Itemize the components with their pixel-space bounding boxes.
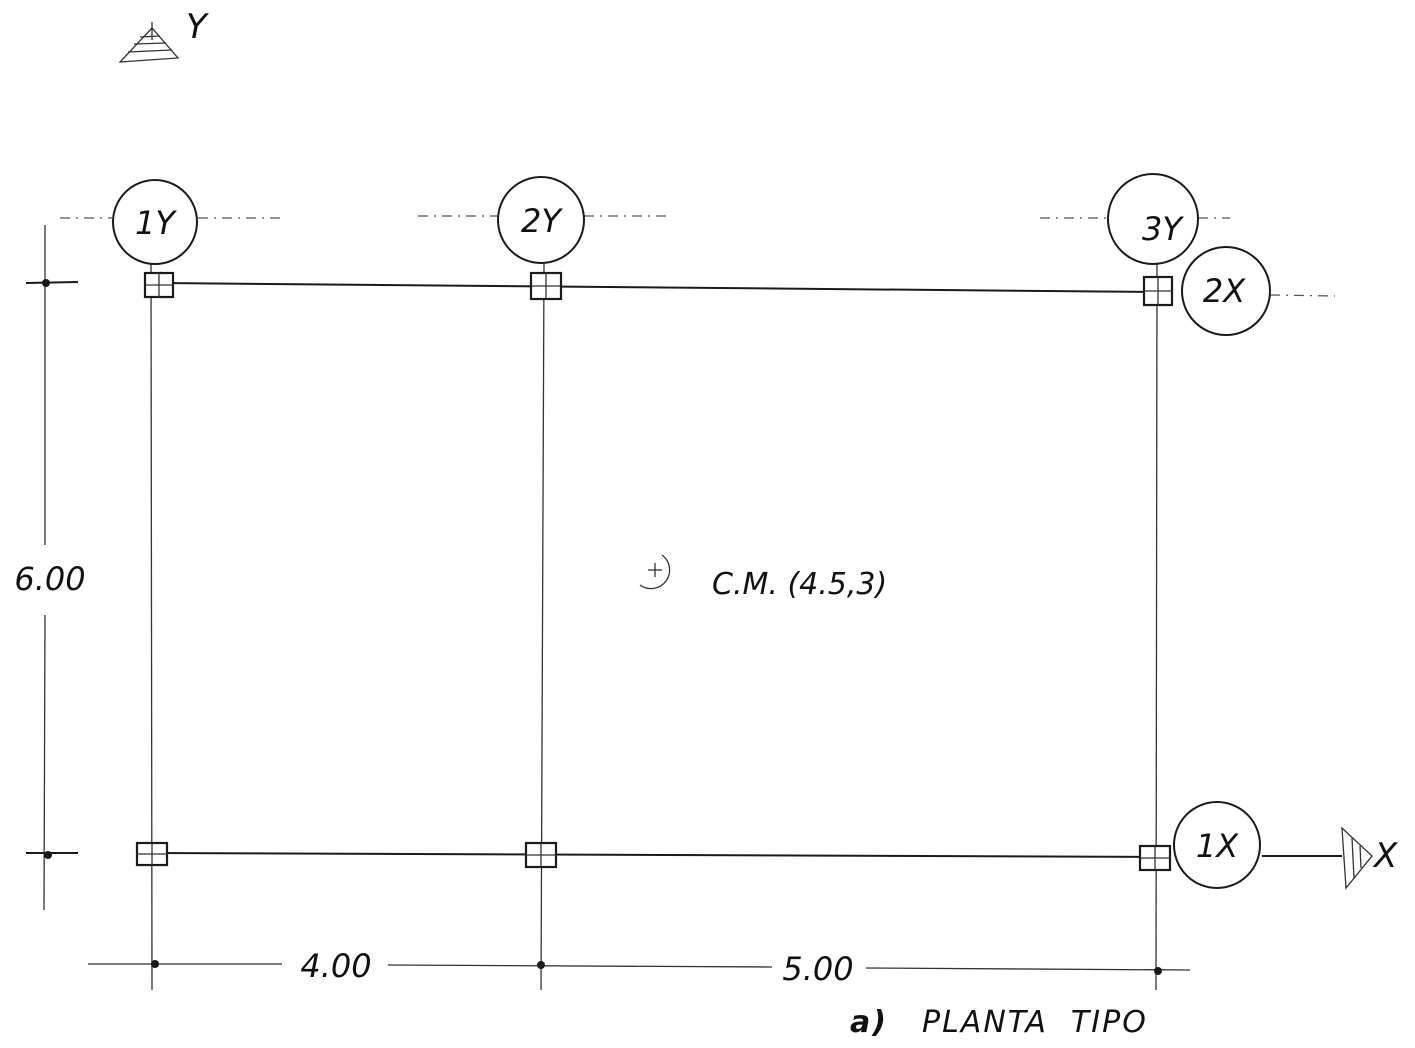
grid-bubble-1x: 1X	[1173, 801, 1261, 889]
grid-bubble-2y: 2Y	[497, 176, 585, 264]
horizontal-dimension: 4.00 5.00	[88, 947, 1191, 988]
grid-bubble-1y: 1Y	[112, 179, 198, 265]
beam-axis-2x	[159, 282, 1161, 293]
grid-bubble-1x-label: 1X	[1196, 827, 1239, 865]
beam-lines	[149, 282, 1342, 858]
grid-bubble-2y-label: 2Y	[521, 202, 563, 240]
grid-bubbles: 1Y 2Y 3Y 2X 1X	[112, 173, 1271, 889]
x-axis-symbol: X	[1341, 826, 1398, 890]
vertical-dimension: 6.00	[14, 225, 86, 911]
beam-axis-1x	[149, 852, 1161, 858]
y-axis-label: Y	[186, 7, 209, 47]
columns	[135, 271, 1174, 872]
grid-bubble-3y-label: 3Y	[1142, 210, 1184, 248]
grid-bubble-2x: 2X	[1181, 246, 1271, 336]
caption-prefix: a)	[850, 1005, 888, 1040]
column	[529, 271, 563, 301]
dimension-height: 6.00	[14, 560, 85, 598]
grid-bubble-3y: 3Y	[1107, 173, 1199, 265]
grid-extension-lines	[60, 215, 1336, 297]
grid-line-3y	[1155, 261, 1158, 991]
x-axis-triangle-icon	[1341, 826, 1373, 890]
y-axis-triangle-icon	[118, 27, 180, 63]
caption-title: PLANTA TIPO	[922, 1005, 1148, 1040]
vertical-grid-lines	[150, 261, 1158, 991]
dimension-span-1: 4.00	[300, 947, 371, 985]
grid-line-2y	[540, 261, 545, 991]
column	[135, 841, 169, 867]
grid-line-1y	[150, 261, 153, 991]
grid-bubble-2x-label: 2X	[1203, 272, 1246, 310]
center-of-mass: C.M. (4.5,3)	[639, 554, 887, 602]
column	[143, 271, 175, 299]
dimension-span-2: 5.00	[782, 950, 853, 988]
grid-bubble-1y-label: 1Y	[135, 204, 177, 242]
drawing-caption: a) PLANTA TIPO	[850, 1005, 1148, 1040]
center-of-mass-label: C.M. (4.5,3)	[712, 567, 887, 602]
center-of-mass-icon	[639, 554, 671, 590]
column	[524, 841, 558, 869]
y-axis-symbol: Y	[118, 7, 209, 63]
column	[1142, 275, 1174, 307]
x-axis-label: X	[1372, 836, 1398, 876]
column	[1138, 844, 1172, 872]
